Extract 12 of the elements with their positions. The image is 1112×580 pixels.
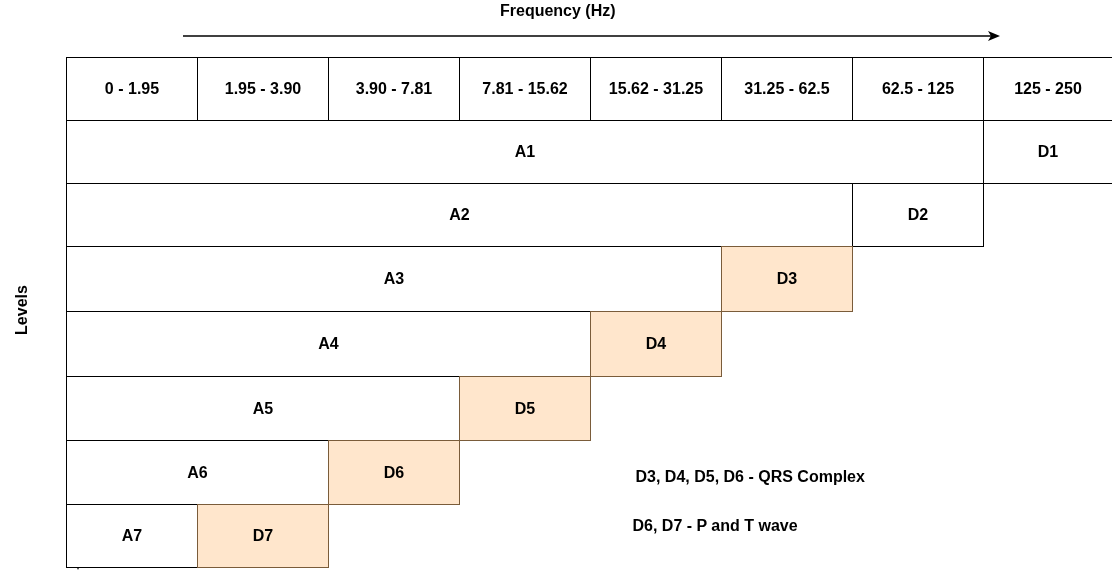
- axis-title: Levels: [12, 285, 31, 335]
- detail-cell: D3: [721, 246, 853, 312]
- detail-cell: D4: [590, 311, 722, 377]
- detail-cell: D5: [459, 376, 591, 441]
- detail-cell: D7: [197, 504, 329, 568]
- detail-cell: D2: [852, 183, 984, 247]
- detail-cell: D6: [328, 440, 460, 505]
- note-text: D3, D4, D5, D6 - QRS Complex: [635, 468, 865, 486]
- note-text: D6, D7 - P and T wave: [632, 517, 798, 535]
- axis-title: Frequency (Hz): [500, 2, 616, 20]
- frequency-band-cell: 0 - 1.95: [66, 57, 198, 121]
- approximation-cell: A7: [66, 504, 198, 568]
